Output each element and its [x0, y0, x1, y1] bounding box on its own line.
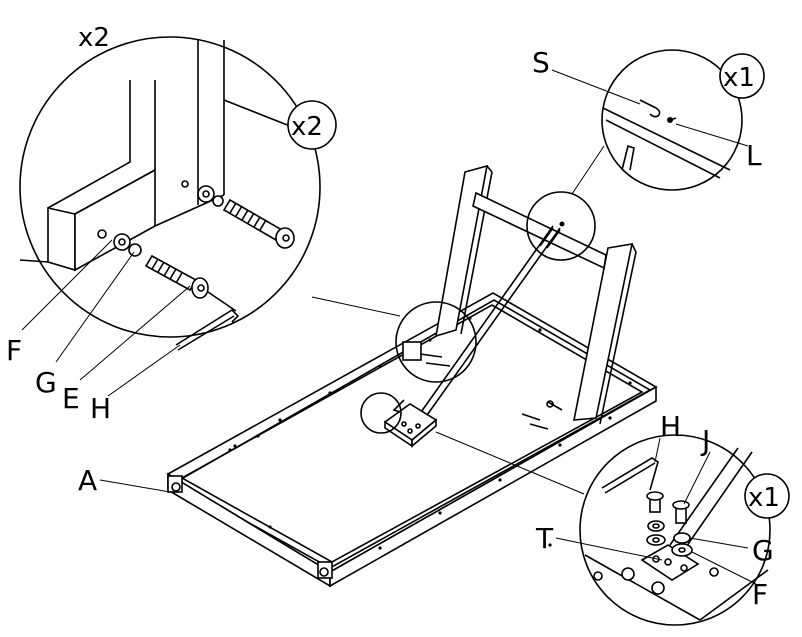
frame-right-face [329, 385, 657, 588]
quantity-left-inset: x2 [291, 112, 323, 142]
label-s: S [532, 46, 550, 79]
left-inset-circle [19, 36, 321, 338]
top-right-inset [551, 49, 765, 191]
hook-part [639, 99, 661, 118]
bolt-long [222, 198, 295, 249]
label-g-right: G [752, 534, 774, 567]
bottom-right-inset-qty-badge [744, 473, 790, 519]
label-j: J [700, 424, 710, 457]
leader-left-inset [311, 296, 401, 317]
allen-key-small [392, 399, 405, 413]
lock-washer [128, 243, 142, 257]
diagonal-brace [419, 227, 561, 426]
label-t: T [535, 522, 554, 555]
detail-circle-plate [360, 392, 402, 434]
label-f-right: F [752, 578, 768, 611]
label-f-left: F [6, 334, 22, 367]
leg-assembly [383, 164, 637, 448]
washer-lower [113, 233, 131, 251]
leg-left [434, 164, 489, 338]
quantity-top-left: x2 [78, 23, 110, 53]
leg-right [573, 243, 634, 421]
left-inset [19, 36, 337, 397]
quantity-bottom-right-inset: x1 [748, 483, 780, 513]
label-h-right: H [660, 410, 681, 443]
frame-inner-edge [180, 304, 644, 563]
washer-f [671, 543, 693, 557]
leg-foot-block [402, 341, 422, 361]
label-h-left: H [90, 392, 111, 425]
leader-bottom-right-inset [435, 431, 585, 495]
leg-crossbar [472, 191, 607, 270]
left-inset-qty-badge [287, 100, 337, 150]
corner-block-front-right [317, 561, 333, 579]
label-a: A [78, 464, 97, 497]
quantity-top-right-inset: x1 [723, 63, 755, 93]
label-g-left: G [35, 366, 57, 399]
bottom-right-inset [555, 434, 790, 626]
label-l: L [746, 139, 762, 172]
corner-hole [171, 482, 181, 492]
detail-circle-brace [526, 191, 596, 261]
leader-top-right-inset [571, 145, 605, 195]
leader-a [99, 479, 171, 493]
bolt-short [144, 254, 209, 299]
detail-circle-leg [395, 301, 477, 383]
bottom-right-inset-circle [579, 434, 771, 626]
washer-upper [197, 185, 215, 203]
block-front [47, 207, 76, 272]
label-e: E [62, 382, 80, 415]
top-right-inset-qty-badge [719, 53, 765, 99]
corner-hole [319, 567, 329, 577]
washer-g [673, 532, 691, 544]
allen-key [175, 308, 240, 346]
